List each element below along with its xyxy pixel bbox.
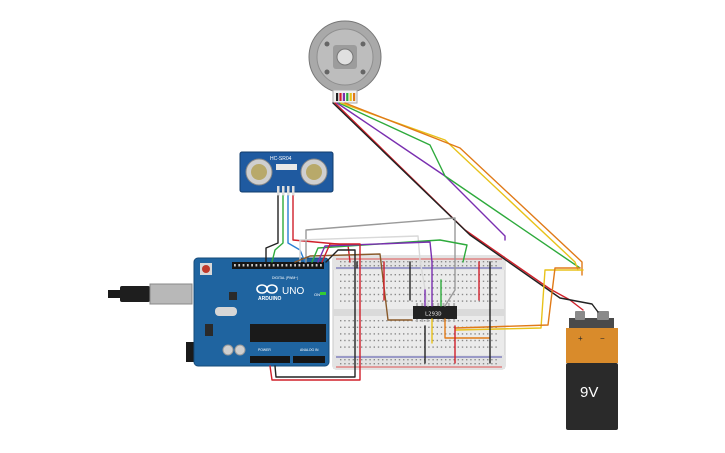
arduino-logo [256,284,278,294]
motor-shaft [336,48,354,66]
wire-motor-orange[interactable] [344,102,583,276]
small-chip [229,292,237,300]
power-header [250,356,290,363]
capacitor-2 [234,344,246,356]
wire-battery-orange[interactable] [454,267,581,329]
wire-purple-signal[interactable] [317,241,433,307]
battery-plus-sign: + [578,334,583,343]
digital-header-label: DIGITAL (PWM~) [272,276,298,280]
sensor-label: HC-SR04 [270,156,292,162]
sensor-transducer-right [306,164,322,180]
voltage-regulator [205,324,213,336]
battery-terminal-plus [575,311,585,320]
usb-cable-plug [108,290,122,298]
on-led [320,292,326,295]
wire-sensor-red[interactable] [292,195,351,263]
l293d-motor-driver[interactable]: L293D [413,303,457,322]
sensor-transducer-left [251,164,267,180]
wire-motor-green[interactable] [338,102,581,269]
motor-screw [360,69,366,75]
battery-top-label [566,328,618,363]
atmega-chip [250,324,326,342]
jumper-orange[interactable] [444,318,490,339]
power-header-label: POWER [258,348,271,352]
sensor-pins [277,186,295,196]
capacitor-1 [222,344,234,356]
crystal [215,307,237,316]
dc-motor-encoder[interactable] [308,20,382,104]
battery-9v[interactable]: + − 9V [566,311,618,430]
wire-gray-signal[interactable] [305,217,456,307]
wire-green-signal[interactable] [311,239,468,263]
motor-screw [324,69,330,75]
wire-light-signal[interactable] [299,235,429,307]
arduino-uno-board[interactable]: ARDUINO UNO DIGITAL (PWM~) ON POWER ANAL… [108,257,330,367]
battery-voltage: 9V [580,384,598,401]
battery-terminal-cap [569,318,614,328]
wire-ground-black[interactable] [274,249,356,378]
usb-cable [120,286,150,302]
chip-legs [416,303,456,322]
motor-connector-pins [336,93,356,101]
arduino-brand: ARDUINO [258,296,281,302]
usb-port [149,283,193,305]
digital-pins [234,264,322,267]
on-label: ON [314,292,320,297]
wire-brown-signal[interactable] [294,253,413,321]
sensor-crystal [276,164,297,170]
wires [265,102,599,381]
arduino-model: UNO [282,286,304,297]
wire-battery-yellow[interactable] [455,269,584,331]
driver-chip-label: L293D [425,312,442,318]
hc-sr04-ultrasonic-sensor[interactable]: HC-SR04 [239,151,334,196]
wire-motor-black[interactable] [332,102,599,313]
battery-minus-sign: − [600,334,605,343]
analog-header [293,356,325,363]
wire-sensor-blue[interactable] [287,195,306,263]
wire-sensor-black[interactable] [265,195,279,263]
analog-header-label: ANALOG IN [300,348,319,352]
battery-terminal-minus [597,311,609,320]
motor-screw [324,41,330,47]
wire-motor-purple[interactable] [336,102,506,241]
wire-sensor-green[interactable] [271,195,284,263]
wire-power-red[interactable] [269,243,361,381]
motor-screw [360,41,366,47]
